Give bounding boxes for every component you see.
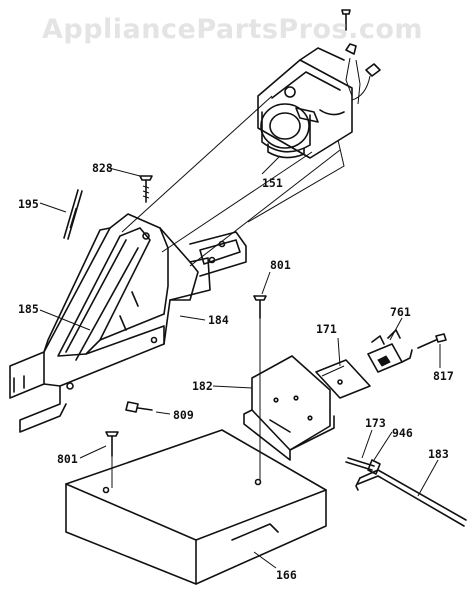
rod-assembly-173-946-183 — [345, 457, 467, 527]
assembly-leader-lines — [121, 95, 345, 267]
screw-801-upper — [253, 295, 267, 480]
part-label-801-lower: 801 — [57, 452, 78, 466]
board-171 — [315, 359, 371, 399]
screw-809 — [125, 401, 153, 413]
screw-817 — [417, 333, 447, 349]
motor-assembly-151 — [257, 43, 381, 159]
part-label-185: 185 — [18, 302, 39, 316]
part-label-183: 183 — [428, 447, 449, 461]
rod-195 — [63, 189, 83, 240]
watermark-text: AppliancePartsPros.com — [42, 14, 424, 45]
part-label-166: 166 — [276, 568, 297, 582]
part-label-946: 946 — [392, 426, 413, 440]
part-label-182: 182 — [192, 379, 213, 393]
part-label-761: 761 — [390, 305, 411, 319]
part-label-828: 828 — [92, 161, 113, 175]
switch-761 — [367, 329, 413, 373]
bracket-182 — [243, 355, 335, 461]
screw-801-lower — [105, 431, 119, 488]
part-label-184: 184 — [208, 313, 229, 327]
part-label-173: 173 — [365, 416, 386, 430]
tray-166 — [65, 429, 327, 585]
part-label-195: 195 — [18, 197, 39, 211]
part-label-801-upper: 801 — [270, 258, 291, 272]
part-label-151: 151 — [262, 176, 283, 190]
frame-184-185 — [9, 213, 247, 433]
part-label-809: 809 — [173, 408, 194, 422]
part-label-817: 817 — [433, 369, 454, 383]
screw-top-right — [341, 9, 351, 31]
part-label-171: 171 — [316, 322, 337, 336]
screw-828 — [139, 175, 153, 203]
label-leaders — [39, 155, 441, 569]
